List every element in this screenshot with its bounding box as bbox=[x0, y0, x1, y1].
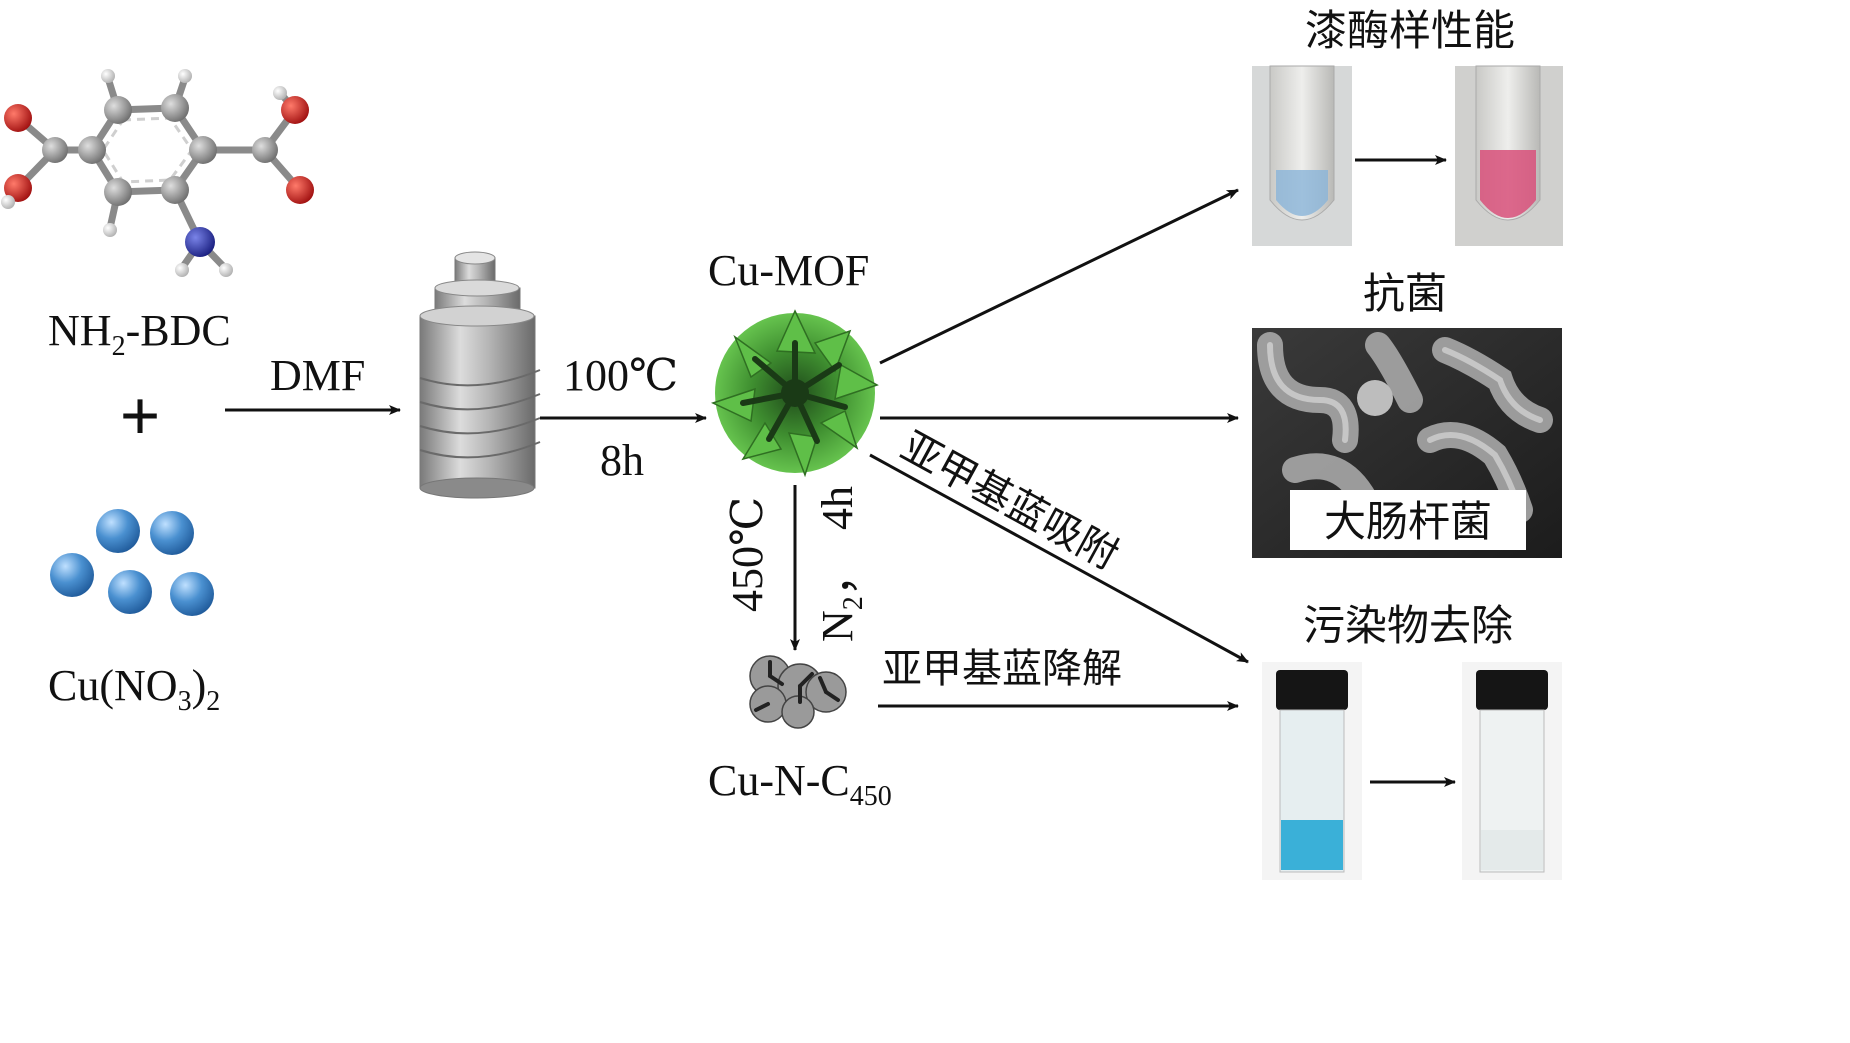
pollutant-removal-title: 污染物去除 bbox=[1303, 601, 1513, 650]
laccase-title: 漆酶样性能 bbox=[1305, 6, 1515, 55]
temperature-100-label: 100℃ bbox=[563, 351, 678, 400]
temperature-450-label: 450℃ bbox=[723, 497, 772, 612]
laccase-photo-after bbox=[1455, 65, 1563, 246]
degradation-label: 亚甲基蓝降解 bbox=[882, 646, 1122, 692]
adsorption-arrow bbox=[869, 453, 1249, 664]
antibacterial-title: 抗菌 bbox=[1363, 269, 1447, 318]
copper-nitrate-spheres-icon bbox=[50, 509, 214, 616]
nh2-bdc-label: NH2-BDC bbox=[48, 306, 231, 362]
cu-n-c-label: Cu-N-C450 bbox=[708, 756, 892, 812]
laccase-photo-before bbox=[1252, 65, 1352, 246]
copper-nitrate-label: Cu(NO3)2 bbox=[48, 661, 220, 717]
dmf-label: DMF bbox=[270, 351, 365, 400]
time-8h-label: 8h bbox=[600, 436, 644, 485]
pollutant-photo-before bbox=[1262, 662, 1362, 880]
cu-n-c-particles-icon bbox=[749, 655, 847, 729]
plus-sign: + bbox=[119, 376, 160, 456]
autoclave-reactor-icon bbox=[419, 251, 541, 499]
cu-mof-label: Cu-MOF bbox=[708, 246, 869, 295]
ecoli-sem-image bbox=[1252, 328, 1562, 558]
nitrogen-gas-label: N2， bbox=[813, 552, 869, 642]
pollutant-photo-after bbox=[1462, 662, 1562, 880]
ecoli-label: 大肠杆菌 bbox=[1324, 497, 1492, 546]
nh2-bdc-molecule-icon bbox=[1, 69, 314, 277]
time-4h-label: 4h bbox=[813, 486, 862, 530]
adsorption-label: 亚甲基蓝吸附 bbox=[893, 423, 1126, 579]
laccase-arrow bbox=[879, 188, 1239, 365]
cu-mof-flower-icon bbox=[710, 309, 879, 478]
